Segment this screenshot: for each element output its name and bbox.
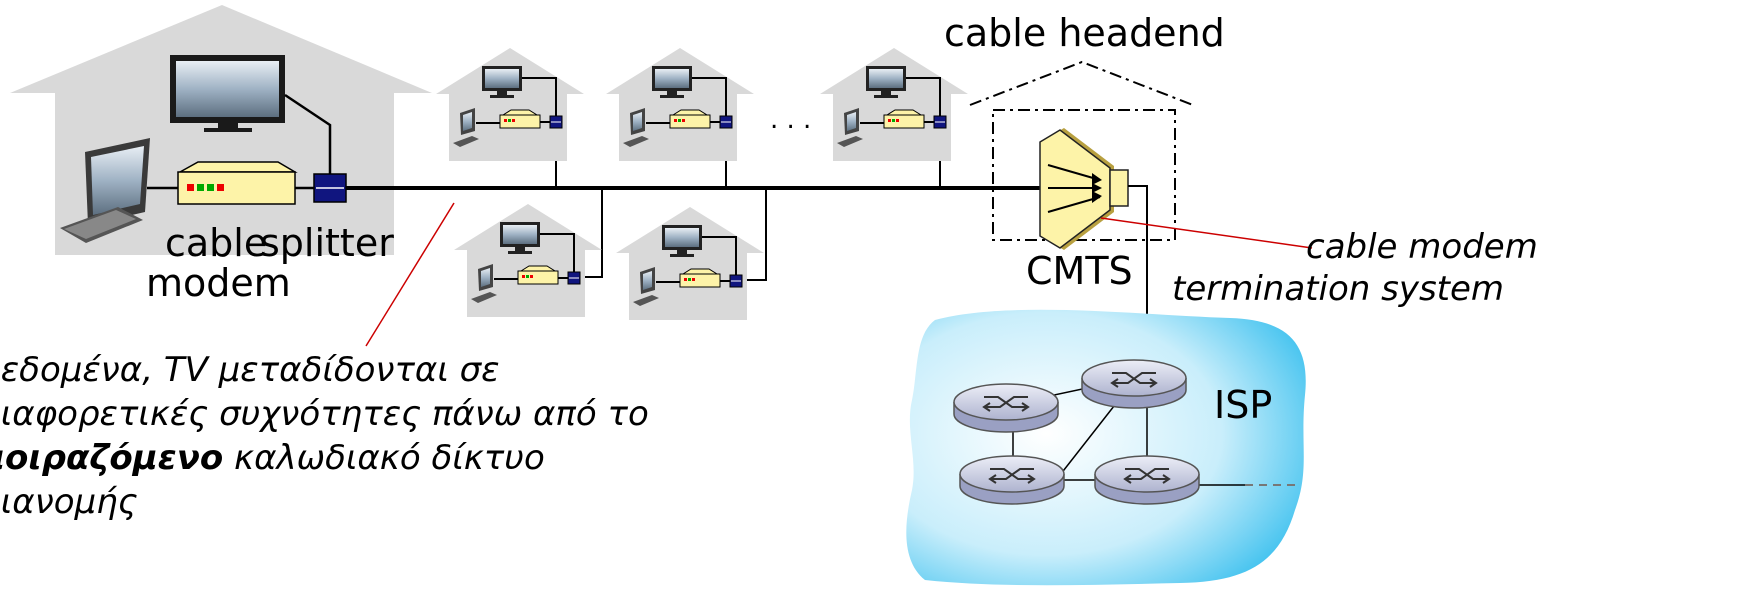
- cmts-pointer: [1100, 217, 1313, 249]
- home-top-3: [819, 47, 969, 162]
- label-cmts: CMTS: [1026, 249, 1133, 293]
- tv-cable: [284, 93, 332, 178]
- headend-roof: [969, 60, 1194, 106]
- cmts-icon: [1039, 128, 1129, 250]
- note-line-3-rest: καλωδιακό δίκτυο: [223, 438, 545, 478]
- home-bottom-2: [615, 206, 765, 321]
- note-line-3: μοιραζόμενο καλωδιακό δίκτυο: [0, 438, 545, 478]
- router-bottom-left: [959, 455, 1065, 505]
- home-top-2: [605, 47, 755, 162]
- cable-modem-icon: [177, 161, 298, 205]
- router-top: [1081, 359, 1187, 409]
- note-pointer: [365, 202, 455, 347]
- label-cmts-desc-2: termination system: [1172, 269, 1504, 309]
- note-line-1: δεδομένα, TV μεταδίδονται σε: [0, 350, 500, 390]
- router-left: [953, 383, 1059, 433]
- large-home: [10, 5, 432, 255]
- shared-network-note: δεδομένα, TV μεταδίδονται σε διαφορετικέ…: [0, 350, 649, 522]
- tv-icon: [170, 55, 285, 132]
- headend-box: [992, 109, 1176, 241]
- label-cmts-desc-1: cable modem: [1306, 227, 1538, 267]
- label-cable-headend: cable headend: [944, 11, 1225, 55]
- isp-network: [906, 309, 1306, 586]
- note-line-4: διανομής: [0, 482, 138, 522]
- label-isp: ISP: [1214, 383, 1272, 427]
- splitter-icon: [313, 173, 347, 203]
- note-line-2: διαφορετικές συχνότητες πάνω από το: [0, 394, 649, 434]
- ellipsis: . . .: [770, 105, 811, 135]
- cable-headend: [969, 60, 1194, 372]
- home-bottom-1: [453, 203, 603, 318]
- router-bottom-right: [1094, 455, 1200, 505]
- label-modem: modem: [146, 261, 291, 305]
- label-splitter: splitter: [260, 221, 394, 265]
- note-line-3-bold: μοιραζόμενο: [0, 438, 223, 478]
- pc-icon: [60, 138, 150, 243]
- isp-cloud: [906, 309, 1306, 586]
- label-cable: cable: [165, 221, 267, 265]
- home-top-1: [435, 47, 585, 162]
- cmts-uplink: [1128, 185, 1148, 372]
